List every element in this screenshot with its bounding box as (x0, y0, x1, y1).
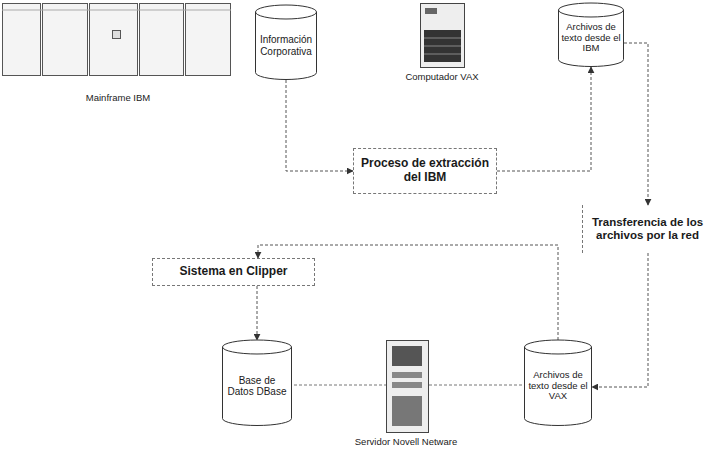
process-box: Sistema en Clipper (152, 258, 315, 286)
process-box: Proceso de extracción del IBM (353, 148, 497, 194)
node-text: Proceso de extracción del IBM (354, 154, 496, 188)
device-label: Servidor Novell Netware (355, 436, 457, 447)
flow-arrow (497, 67, 591, 171)
flow-arrow (592, 253, 648, 387)
cylinder-rim (559, 10, 624, 17)
device-label: Computador VAX (405, 71, 478, 82)
process-box: Transferencia de los archivos por la red (582, 205, 712, 253)
vax-panel (424, 30, 461, 62)
flow-arrow (624, 43, 648, 205)
data-store: Información Corporativa (255, 5, 317, 80)
vax-stripe (424, 54, 461, 55)
server-case (387, 341, 429, 433)
node-text: Información Corporativa (255, 20, 317, 65)
device-label: Mainframe IBM (86, 92, 150, 103)
data-store: Base de Datos DBase (222, 340, 292, 426)
mainframe-cabinet (3, 4, 41, 76)
cylinder-body (559, 3, 624, 67)
flow-arrow (286, 80, 353, 171)
server-drive (392, 372, 422, 378)
mainframe-cabinet (186, 4, 231, 76)
vax-stripe (424, 38, 461, 39)
node-text: Sistema en Clipper (153, 262, 314, 282)
network-line (429, 385, 524, 386)
vax-badge (425, 8, 437, 14)
server-vent (392, 396, 422, 426)
node-text: Base de Datos DBase (222, 361, 292, 406)
server-illustration (294, 341, 524, 433)
mainframe-panel (113, 31, 121, 39)
server-drive (392, 382, 422, 388)
mainframe-illustration (2, 4, 231, 76)
server-bay (392, 346, 422, 366)
data-store: Archivos de texto desde el VAX (524, 340, 592, 426)
mainframe-trim (2, 10, 231, 11)
network-line (294, 385, 386, 386)
node-text: Archivos de texto desde el VAX (524, 356, 592, 411)
cylinder-body (256, 5, 317, 80)
mainframe-cabinet (43, 4, 88, 76)
vax-illustration (421, 4, 465, 68)
mainframe-cabinet (90, 4, 138, 76)
cylinder-rim (223, 347, 292, 354)
data-store: Archivos de texto desde el IBM (558, 3, 624, 67)
node-text: Transferencia de los archivos por la red (583, 213, 712, 245)
vax-cabinet (421, 4, 465, 68)
cylinder-rim (256, 12, 317, 19)
cylinder-body (223, 340, 292, 426)
cylinder-rim (525, 347, 592, 354)
mainframe-cabinet (140, 4, 184, 76)
flow-arrow (257, 286, 258, 340)
node-text: Archivos de texto desde el IBM (558, 8, 624, 63)
vax-stripe (424, 46, 461, 47)
cylinder-body (525, 340, 592, 425)
